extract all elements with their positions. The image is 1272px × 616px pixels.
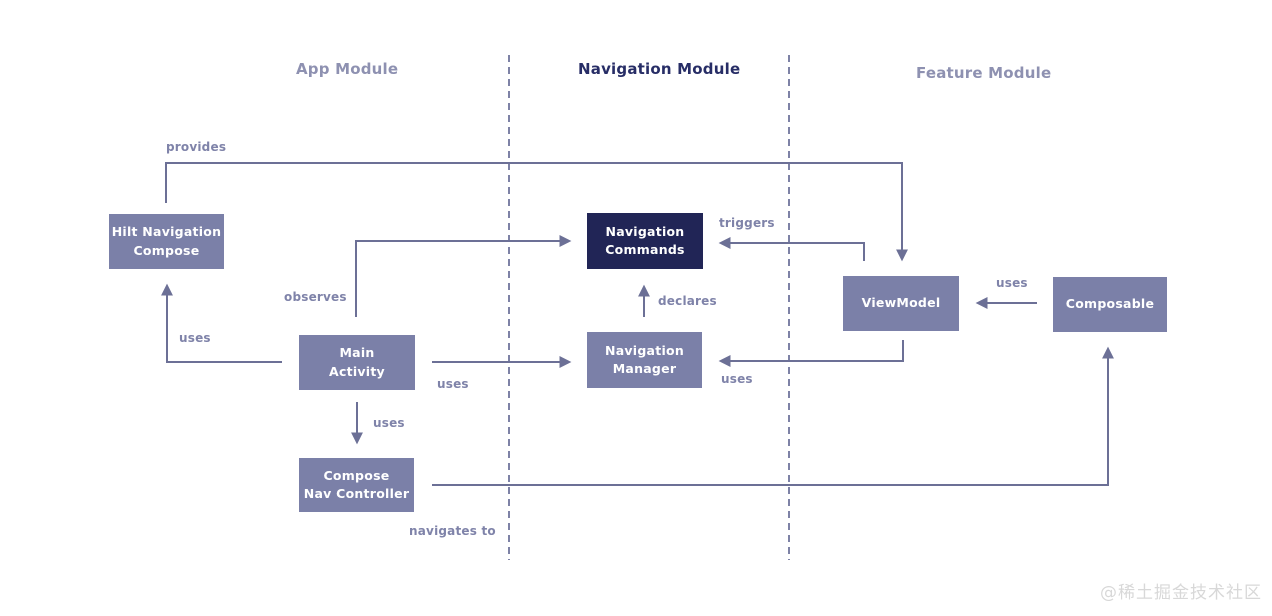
edge-triggers-line	[718, 237, 865, 261]
node-composable: Composable	[1053, 277, 1167, 332]
edge-label-uses-main-to-navmanager: uses	[437, 377, 469, 391]
module-title-feature: Feature Module	[916, 64, 1052, 82]
node-navigation-commands: Navigation Commands	[587, 213, 703, 269]
edge-label-uses-composable-to-viewmodel: uses	[996, 276, 1028, 290]
node-compose-nav-controller: Compose Nav Controller	[299, 458, 414, 512]
node-hilt-navigation-compose: Hilt Navigation Compose	[109, 214, 224, 269]
edge-provides-line	[165, 162, 908, 262]
edge-label-uses-main-to-hilt: uses	[179, 331, 211, 345]
module-title-navigation: Navigation Module	[578, 60, 741, 78]
edge-label-declares: declares	[658, 294, 717, 308]
edge-navigates-to-line	[432, 346, 1114, 486]
edge-label-provides: provides	[166, 140, 227, 154]
edge-uses-main-to-hilt-line	[161, 283, 282, 363]
edge-label-triggers: triggers	[719, 216, 775, 230]
edge-label-navigates-to: navigates to	[409, 524, 496, 538]
node-navigation-manager: Navigation Manager	[587, 332, 702, 388]
edge-label-observes: observes	[284, 290, 347, 304]
node-main-activity: Main Activity	[299, 335, 415, 390]
module-title-app: App Module	[296, 60, 399, 78]
edge-observes-line	[355, 235, 572, 317]
edge-label-uses-viewmodel-to-navmanager: uses	[721, 372, 753, 386]
watermark-text: @稀土掘金技术社区	[1100, 583, 1262, 603]
edge-label-uses-main-to-navcontroller: uses	[373, 416, 405, 430]
edge-uses-viewmodel-to-navmanager-line	[718, 340, 904, 367]
node-viewmodel: ViewModel	[843, 276, 959, 331]
